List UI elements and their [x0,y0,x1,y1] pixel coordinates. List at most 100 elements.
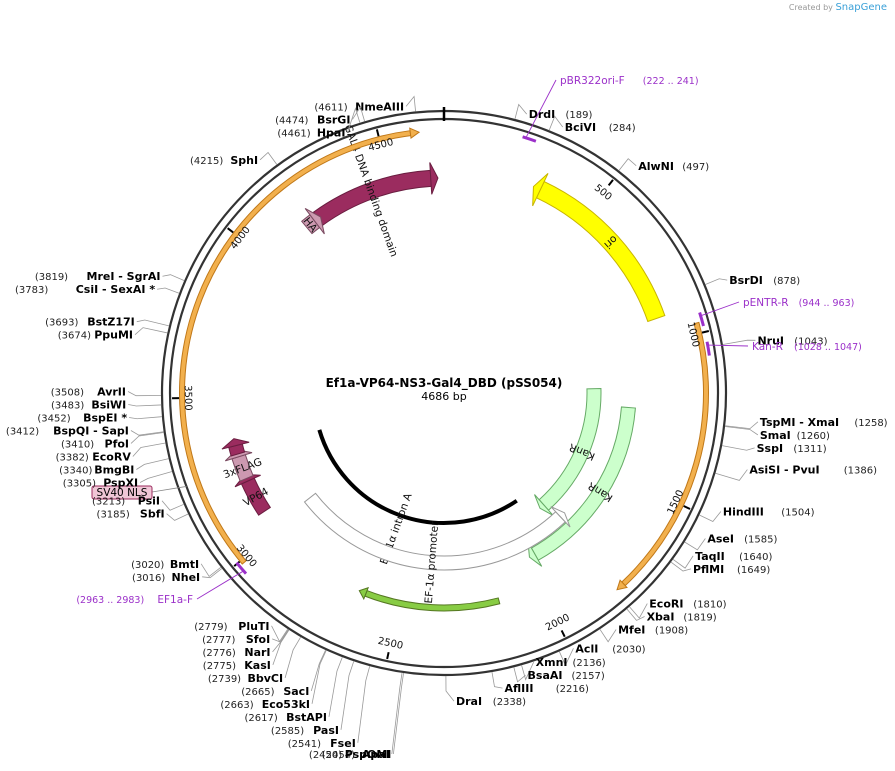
site-position: (1649) [737,565,770,576]
feature-3xflag-small[interactable] [221,438,250,457]
site-ecori[interactable]: EcoRI(1810) [629,598,727,619]
site-leader [272,629,290,665]
feature-orange-left[interactable] [179,127,421,565]
primer-kan-r[interactable]: Kan-R(1028 .. 1047) [705,341,862,356]
site-drai[interactable]: DraI(2338) [445,675,526,708]
site-bmgbi[interactable]: BmgBI(3340) [59,458,169,477]
feature-ef1a-promoter-green[interactable] [358,586,501,612]
site-sbfi[interactable]: SbfI(3185) [97,508,189,521]
site-bstz17i[interactable]: BstZ17I(3693) [45,316,170,329]
site-position: (3305) [63,478,96,489]
primer-ef1a-f[interactable]: EF1a-F(2963 .. 2983) [76,561,248,606]
site-sspi[interactable]: SspI(1311) [721,442,827,455]
site-hpai[interactable]: HpaI(4461) [277,107,361,139]
site-xbai[interactable]: XbaI(1819) [626,608,717,624]
sv40-nls-label[interactable]: SV40 NLS [91,485,187,500]
tick-mark [701,330,710,334]
site-position: (2665) [241,687,274,698]
site-position: (3783) [15,285,48,296]
site-leader [130,430,164,436]
site-bsiwi[interactable]: BsiWI(3483) [51,398,162,411]
site-leader [684,538,706,551]
site-position: (2136) [572,658,605,669]
site-position: (2779) [194,622,227,633]
site-ppumi[interactable]: PpuMI(3674) [58,327,168,342]
site-name: AlwNI [638,160,674,173]
site-tspmi[interactable]: TspMI - XmaI(1258) [725,416,888,430]
site-bsaai[interactable]: BsaAI(2157) [513,667,605,683]
feature-arrowhead [429,162,439,195]
site-bbvci[interactable]: BbvCI(2739) [208,636,302,685]
site-name: BmgBI [94,463,134,476]
site-asei[interactable]: AseI(1585) [684,533,778,551]
site-alwni[interactable]: AlwNI(497) [618,158,709,173]
site-csii[interactable]: CsiI - SexAI * (3783) [15,283,180,296]
site-pspomi[interactable]: PspOMI(2450) [309,673,404,761]
site-smai[interactable]: SmaI(1260) [724,426,830,442]
site-mrei[interactable]: MreI - SgrAI(3819) [35,270,185,283]
site-bsrdi[interactable]: BsrDI (878) [705,274,800,287]
feature-orange-right[interactable] [616,321,709,591]
feature-kanr2[interactable]: KanR [527,406,636,567]
site-position: (2776) [202,648,235,659]
plasmid-title: Ef1a-VP64-NS3-Gal4_DBD (pSS054) [326,376,563,391]
feature-ef1a-intron[interactable]: EF-1α intron A [317,429,518,566]
site-pspxi[interactable]: PspXI(3305) [63,471,173,489]
site-hindiii[interactable]: HindIII(1504) [699,505,815,522]
site-bmti[interactable]: BmtI(3020) [131,558,222,578]
site-name: BsrDI [729,274,763,287]
site-bspei[interactable]: BspEI *(3452) [37,411,163,424]
site-leader [310,649,326,691]
feature-3xflag[interactable]: 3xFLAG [222,449,264,482]
primer-pbr322ori-f[interactable]: pBR322ori-F(222 .. 241) [522,75,699,143]
site-position: (878) [773,276,800,287]
site-avrii[interactable]: AvrII(3508) [51,385,162,398]
site-position: (2454) [322,750,355,761]
site-position: (2663) [220,700,253,711]
site-afliii[interactable]: AflIII(2216) [491,671,589,695]
site-leader [157,287,180,294]
site-nhei[interactable]: NheI(3016) [132,568,223,584]
site-leader [445,675,455,702]
site-name: PflMI [693,563,724,576]
site-nrui[interactable]: NruI(1043) [722,334,828,347]
site-name: NheI [172,571,201,584]
primer-pentr-r[interactable]: pENTR-R(944 .. 963) [698,297,855,327]
feature-ori[interactable]: ori [532,173,666,323]
feature-arrowhead [221,438,250,450]
site-apai[interactable]: ApaI(2454) [322,672,403,761]
site-name: EcoRV [92,450,131,463]
site-acli[interactable]: AclI(2030) [558,642,646,667]
site-sphi[interactable]: SphI(4215) [190,151,278,167]
site-xmni[interactable]: XmnI(2136) [521,656,606,681]
site-bspqi[interactable]: BspQI - SapI(3412) [6,424,164,437]
site-eco53ki[interactable]: Eco53kI(2663) [220,650,327,711]
site-name: CsiI - SexAI * [76,283,156,296]
site-name: MfeI [618,624,645,637]
site-position: (189) [566,110,593,121]
site-asisi[interactable]: AsiSI - PvuI(1386) [715,464,877,481]
site-psii[interactable]: PsiI(3213) [92,495,184,511]
site-bcivi[interactable]: BciVI(284) [548,115,636,134]
site-position: (4461) [277,128,310,139]
site-pfoi[interactable]: PfoI(3410) [61,432,164,451]
site-bsrgi[interactable]: BsrGI(4474) [275,106,366,126]
site-fsei[interactable]: FseI(2541) [288,665,371,750]
site-ecorv[interactable]: EcoRV(3382) [56,442,166,463]
site-saci[interactable]: SacI(2665) [241,649,326,698]
site-leader [129,416,163,420]
site-pasi[interactable]: PasI(2585) [271,661,355,737]
site-position: (4611) [314,102,347,113]
site-mfei[interactable]: MfeI(1908) [599,624,688,643]
primer-range: (2963 .. 2983) [76,595,144,606]
site-kasi[interactable]: KasI(2775) [203,629,290,672]
site-nmeaiii[interactable]: NmeAIII(4611) [314,95,416,114]
feature-vp64[interactable]: VP64 [234,473,272,516]
site-leader [128,404,162,407]
site-bstapi[interactable]: BstAPI(2617) [244,656,343,724]
site-pflmi[interactable]: PflMI (1649) [670,561,770,576]
feature-kanr1[interactable]: KanR [534,387,602,516]
site-drdi[interactable]: DrdI(189) [514,103,593,122]
site-taqii[interactable]: TaqII(1640) [672,550,772,569]
